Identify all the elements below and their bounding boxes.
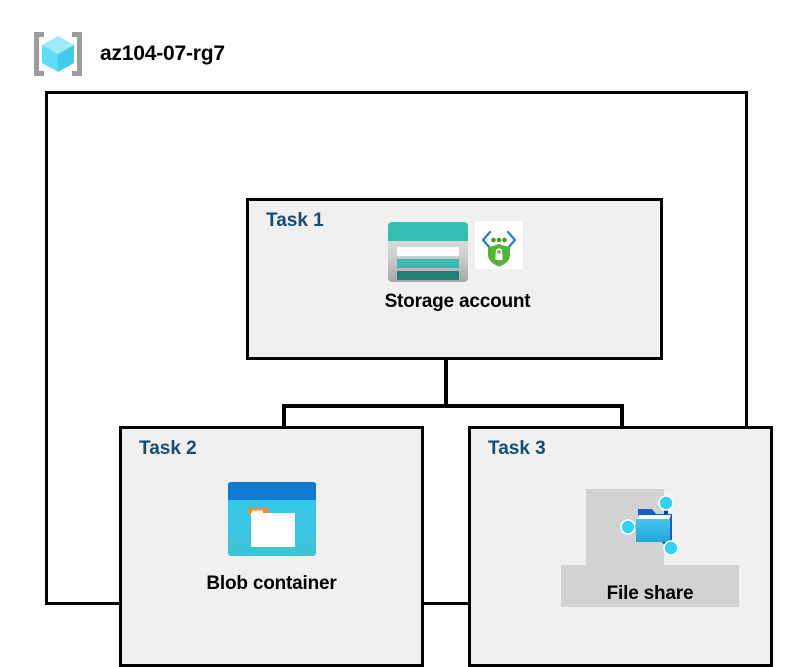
resource-group-header: az104-07-rg7 bbox=[30, 28, 430, 80]
connector-horizontal-bus bbox=[282, 404, 624, 408]
resource-group-cube-icon bbox=[34, 32, 82, 76]
resource-group-title: az104-07-rg7 bbox=[100, 42, 225, 65]
node-file-share[interactable]: File share bbox=[561, 489, 739, 615]
blob-container-icon bbox=[227, 482, 316, 556]
secure-endpoint-shield-lock-icon bbox=[474, 221, 523, 269]
file-share-caption: File share bbox=[606, 583, 694, 604]
resource-group-container: Task 1 bbox=[45, 91, 773, 667]
task-panel-1[interactable]: Task 1 bbox=[246, 198, 663, 360]
storage-account-caption: Storage account bbox=[384, 291, 531, 312]
file-share-icon bbox=[620, 495, 679, 556]
task-panel-3[interactable]: Task 3 bbox=[468, 426, 773, 667]
blob-container-caption: Blob container bbox=[206, 573, 337, 594]
storage-account-icon-row bbox=[387, 221, 523, 283]
node-blob-container[interactable]: Blob container bbox=[122, 481, 421, 595]
file-share-label-highlight bbox=[561, 565, 739, 607]
task-panel-2[interactable]: Task 2 Blob container bbox=[119, 426, 424, 667]
storage-account-icon bbox=[387, 222, 468, 282]
task-3-label: Task 3 bbox=[488, 438, 546, 459]
task-2-label: Task 2 bbox=[139, 438, 197, 459]
node-storage-account[interactable]: Storage account bbox=[249, 221, 660, 313]
task-1-label: Task 1 bbox=[266, 210, 324, 231]
connector-storage-stem bbox=[444, 327, 448, 408]
